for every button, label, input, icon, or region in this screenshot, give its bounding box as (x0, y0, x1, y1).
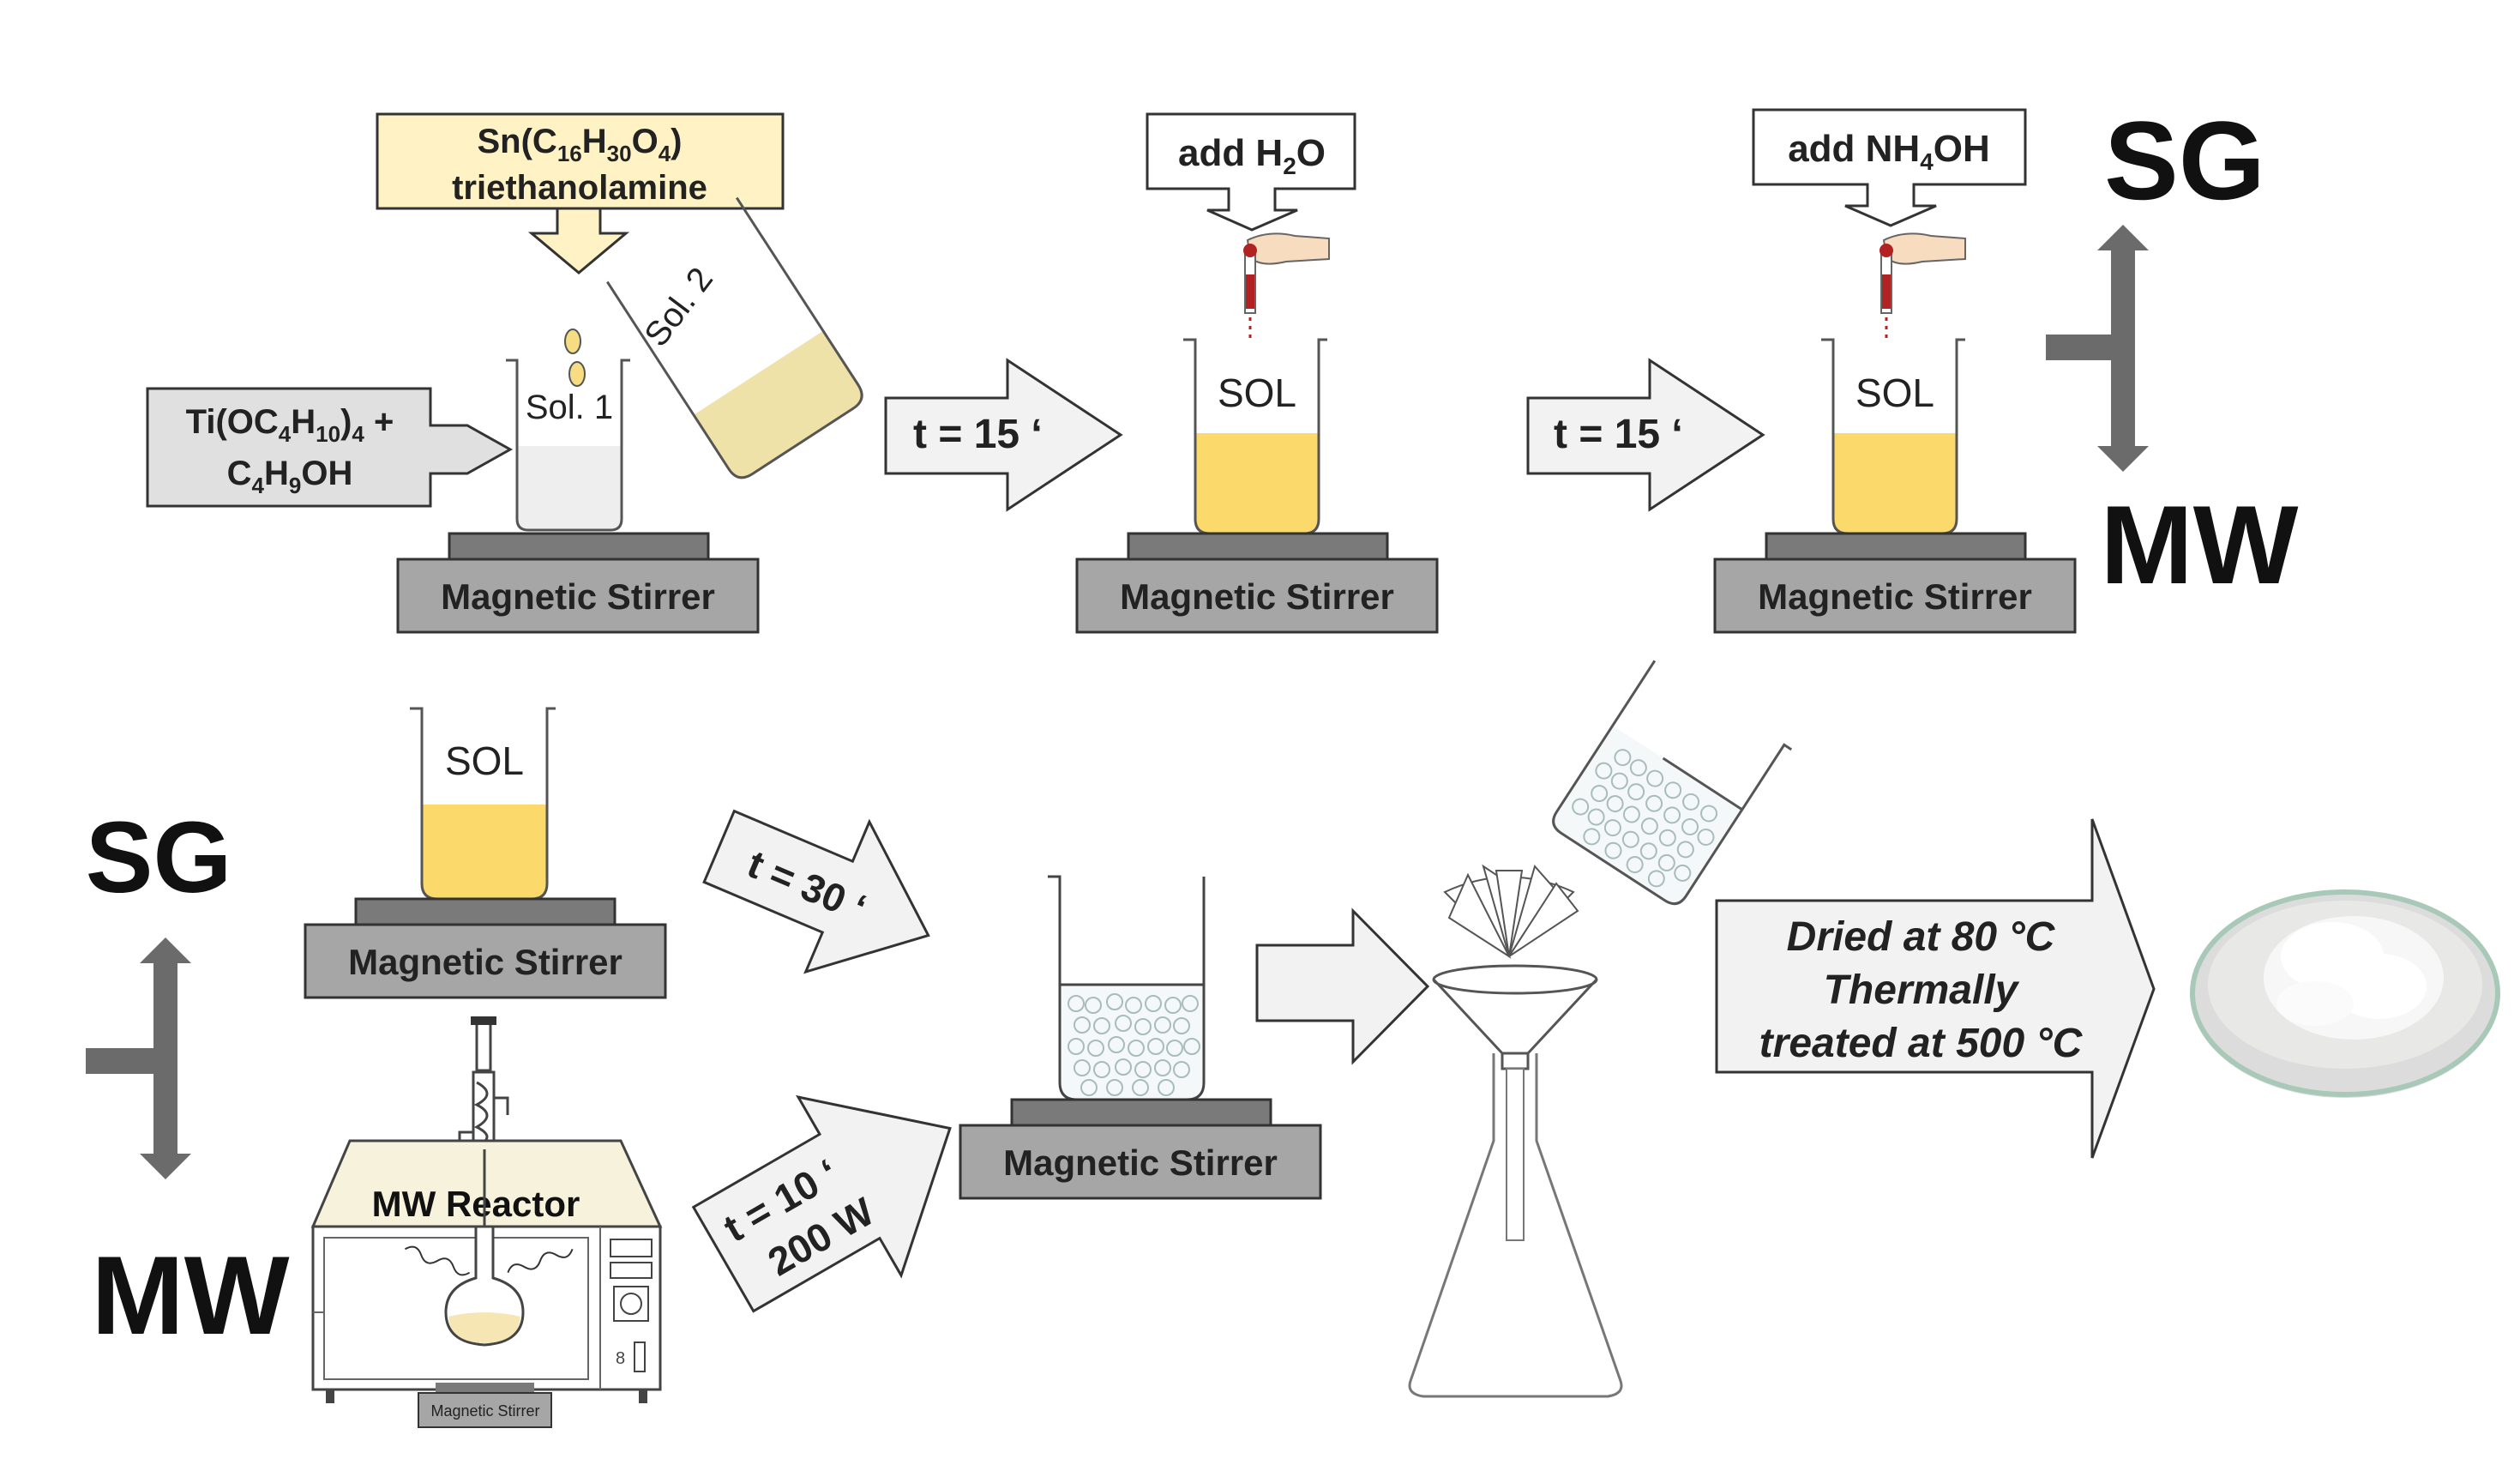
stirrer-label: Magnetic Stirrer (1003, 1142, 1278, 1183)
add-nh4oh-b: OH (1934, 128, 1990, 170)
time-arrow-15-b: t = 15 ‘ (1526, 358, 1765, 512)
sol-beaker: SOL (1821, 338, 1965, 535)
dropper-hand-icon (1243, 232, 1330, 339)
magnetic-stirrer-5: Magnetic Stirrer (959, 1098, 1322, 1200)
sg-sol-group: SOL Magnetic Stirrer (304, 707, 667, 999)
magnetic-stirrer-4: Magnetic Stirrer (304, 897, 667, 999)
mw-label: MW (2101, 482, 2299, 607)
magnetic-stirrer-2: Magnetic Stirrer (1075, 532, 1439, 634)
droplet-icon (564, 329, 581, 354)
stirrer-label: Magnetic Stirrer (1758, 576, 2032, 617)
ti-reagent-box: Ti(OC4H10)4 + C4H9OH (146, 387, 514, 508)
filtration-setup (1408, 864, 1623, 1398)
svg-text:C4H9OH: C4H9OH (227, 455, 353, 498)
sol2-label: Sol. 2 (637, 261, 720, 353)
add-nh4oh-sub: 4 (1920, 148, 1934, 175)
sol1-label: Sol. 1 (526, 389, 613, 426)
time-arrow-10: t = 10 ‘ 200 W (691, 1094, 952, 1313)
arrow-to-filter (1255, 907, 1430, 1065)
ti-sub1: 4 (279, 421, 292, 447)
droplet-icon (568, 361, 586, 387)
powder-dish-icon (2190, 889, 2500, 1098)
stirrer-label: Magnetic Stirrer (348, 942, 622, 982)
add-h2o-b: O (1296, 132, 1326, 174)
sol-label: SOL (445, 738, 524, 783)
stirrer-label-small: Magnetic Stirrer (430, 1402, 539, 1420)
add-nh4oh-a: add NH (1788, 128, 1920, 170)
time-arrow-15-a: t = 15 ‘ (884, 358, 1123, 512)
ti-c: C (227, 455, 252, 492)
sn-sub1: 16 (557, 141, 582, 166)
sn-reagent-box: Sn(C16H30O4) triethanolamine (376, 112, 785, 274)
stirrer-label: Magnetic Stirrer (441, 576, 715, 617)
sol-label: SOL (1855, 371, 1934, 415)
add-h2o-sub: 2 (1283, 153, 1296, 179)
dried-line2: Thermally (1824, 968, 2020, 1013)
sg-mw-branch-top: SG MW (2046, 98, 2299, 607)
ti-close: ) (340, 403, 352, 441)
sg-label: SG (2104, 98, 2265, 223)
magnetic-stirrer-3: Magnetic Stirrer (1713, 532, 2077, 634)
ti-plus: + (364, 403, 394, 441)
time-label: t = 15 ‘ (1554, 412, 1683, 457)
sn-sub3: 4 (659, 141, 671, 166)
sg-label: SG (86, 801, 232, 914)
step2-group: add H2O SOL Magnetic Stirrer (1075, 112, 1439, 634)
mw-reactor: MW Reactor 8 Magnetic Stirrer (310, 1016, 663, 1428)
svg-text:add NH4OH: add NH4OH (1788, 128, 1990, 175)
ti-a: Ti(OC (186, 403, 279, 441)
svg-text:Ti(OC4H10)4 +: Ti(OC4H10)4 + (186, 403, 394, 447)
sn-line2: triethanolamine (452, 169, 707, 207)
sol1-beaker: Sol. 1 (506, 359, 630, 532)
pouring-beaker (1552, 660, 1793, 906)
dropper-hand-icon (1879, 232, 1966, 339)
sg-mw-branch-bottom: SG MW (86, 801, 290, 1358)
branch-arrow-icon (86, 937, 191, 1179)
sol2-beaker: Sol. 2 (606, 196, 863, 479)
add-h2o-callout: add H2O (1146, 112, 1356, 232)
precipitate-beaker (1048, 875, 1206, 1101)
sn-o: O (632, 123, 659, 160)
sn-close: ) (671, 123, 682, 160)
svg-text:8: 8 (616, 1349, 625, 1368)
ti-h: H (291, 403, 316, 441)
svg-text:Sn(C16H30O4): Sn(C16H30O4) (478, 123, 683, 166)
sn-formula: Sn(C (478, 123, 557, 160)
sol-beaker: SOL (410, 707, 556, 901)
sn-sub2: 30 (607, 141, 632, 166)
mw-label: MW (92, 1233, 290, 1358)
step3-group: add NH4OH SOL Magnetic Stirrer (1713, 108, 2077, 634)
drying-arrow: Dried at 80 °C Thermally treated at 500 … (1715, 818, 2156, 1159)
ti-h2: H (264, 455, 289, 492)
dried-line3: treated at 500 °C (1759, 1021, 2084, 1066)
ti-oh: OH (301, 455, 352, 492)
time-label: t = 15 ‘ (913, 412, 1043, 457)
ti-sub2: 10 (316, 421, 340, 447)
stirrer-label: Magnetic Stirrer (1120, 576, 1394, 617)
ti-sub3: 4 (352, 421, 364, 447)
sn-h: H (582, 123, 607, 160)
ti-sub5: 9 (289, 473, 301, 498)
dried-line1: Dried at 80 °C (1787, 914, 2056, 960)
time-arrow-30: t = 30 ‘ (702, 809, 930, 974)
add-h2o-a: add H (1178, 132, 1283, 174)
sn-down-arrow (527, 207, 630, 274)
step1-group: Sn(C16H30O4) triethanolamine Ti(OC4H10)4… (146, 112, 863, 634)
mw-reactor-label: MW Reactor (372, 1184, 580, 1224)
magnetic-stirrer-1: Magnetic Stirrer (396, 532, 760, 634)
branch-arrow-icon (2046, 225, 2149, 472)
sol-beaker: SOL (1183, 338, 1327, 535)
add-nh4oh-callout: add NH4OH (1752, 108, 2027, 227)
svg-text:add H2O: add H2O (1178, 132, 1326, 179)
sol-label: SOL (1218, 371, 1296, 415)
ti-sub4: 4 (252, 473, 265, 498)
